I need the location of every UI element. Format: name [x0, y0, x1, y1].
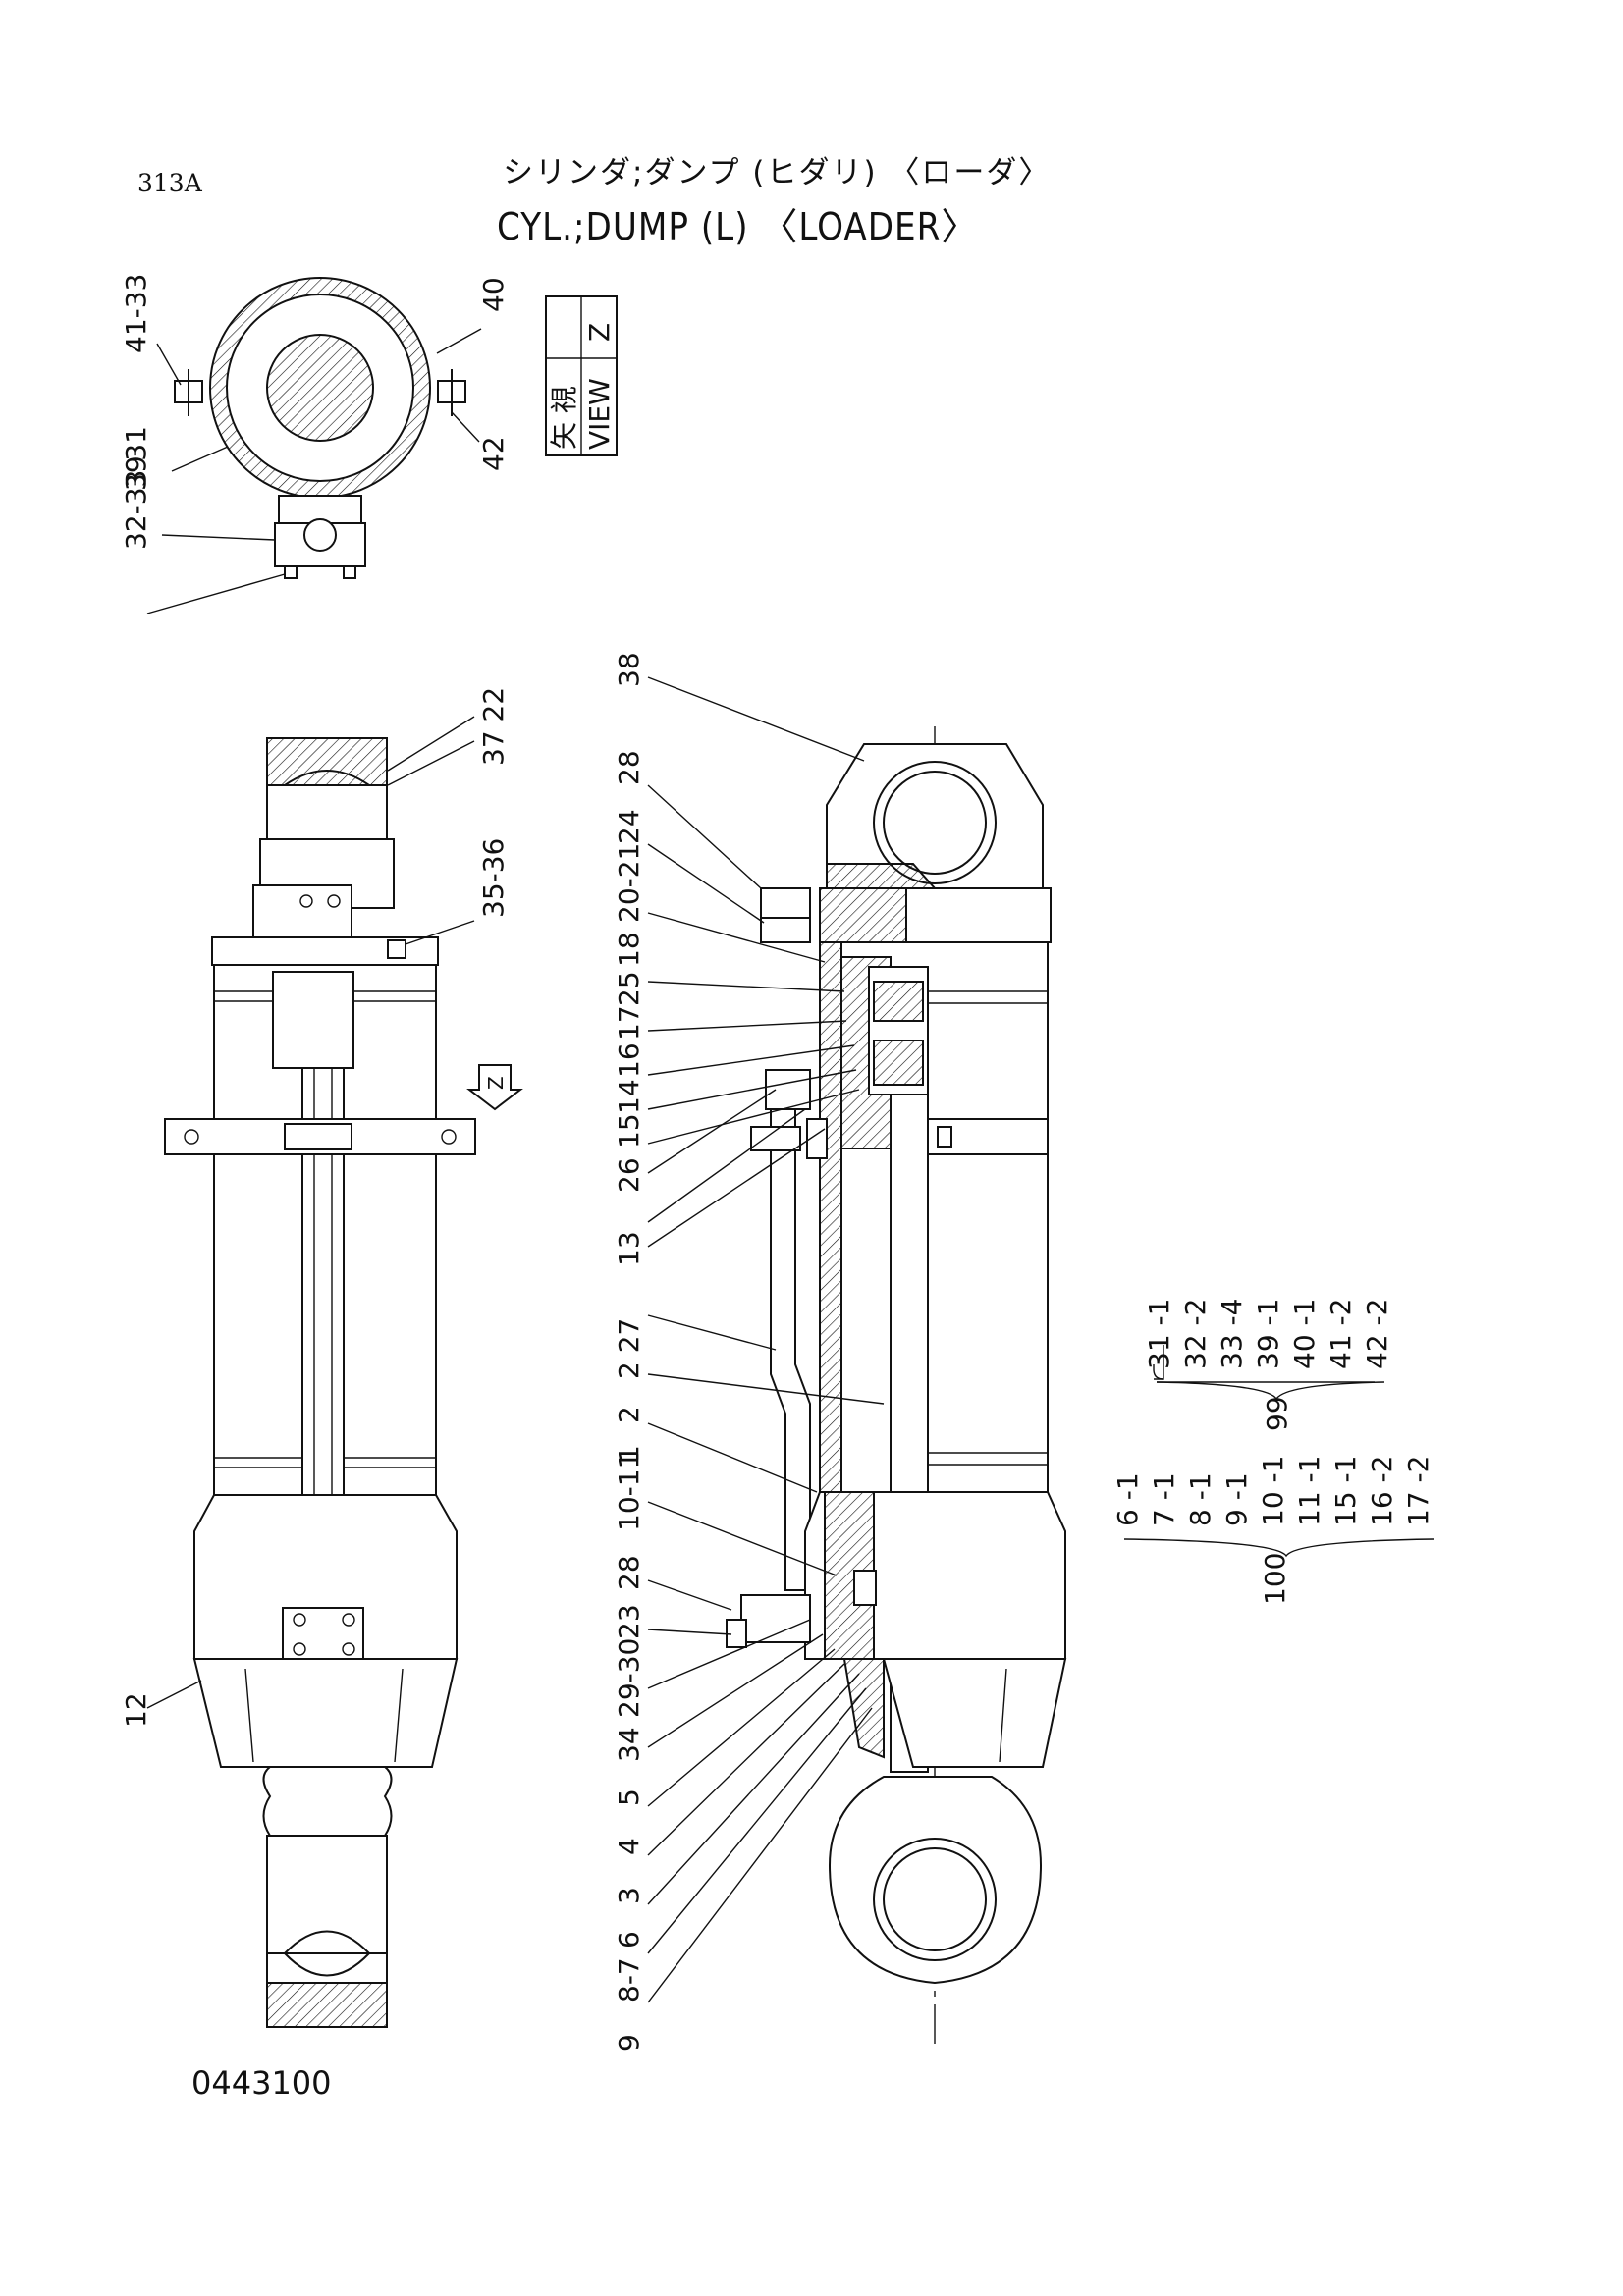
pipe-section — [303, 518, 337, 552]
kit-99-item-6: 41 -2 — [1325, 1299, 1357, 1369]
view-arrow-letter: Z — [484, 1076, 508, 1090]
callout-1: 1 — [613, 1445, 645, 1463]
kit-100-item-2: 7 -1 — [1148, 1472, 1180, 1526]
kit-100-item-6: 11 -1 — [1293, 1456, 1325, 1526]
callout-3: 3 — [613, 1887, 645, 1904]
callout-4: 4 — [613, 1838, 645, 1855]
callout-32-33-31: 32-33 31 — [120, 426, 152, 550]
callout-17: 17 — [613, 1005, 645, 1041]
callout-5: 5 — [613, 1789, 645, 1806]
callout-14: 14 — [613, 1079, 645, 1114]
kit-99-item-3: 33 -4 — [1216, 1299, 1248, 1369]
kit-100-item-1: 6 -1 — [1111, 1472, 1144, 1526]
kit-99-item-2: 32 -2 — [1179, 1299, 1212, 1369]
callout-2-27: 2 27 — [613, 1318, 645, 1379]
callout-24: 24 — [613, 809, 645, 844]
rod-pin-bore — [873, 1838, 997, 1961]
kit-99-number: 99 — [1261, 1396, 1293, 1431]
kit-100-item-7: 15 -1 — [1329, 1456, 1362, 1526]
external-view — [146, 716, 476, 2028]
callout-38: 38 — [613, 652, 645, 687]
rod-section — [266, 334, 374, 442]
air-bleed-plug — [387, 939, 406, 959]
callout-25: 25 — [613, 971, 645, 1006]
kit-99-item-1: 31 -1 — [1143, 1299, 1175, 1369]
callout-20-21: 20-21 — [613, 843, 645, 923]
callout-9: 9 — [613, 2034, 645, 2052]
kit-99-group: 31 -1 32 -2 33 -4 39 -1 40 -1 41 -2 42 -… — [1143, 1299, 1393, 1431]
kit-100-item-3: 8 -1 — [1184, 1472, 1217, 1526]
callout-28-top: 28 — [613, 750, 645, 785]
callout-40: 40 — [477, 277, 510, 312]
callout-13: 13 — [613, 1231, 645, 1266]
page-code: 313A — [137, 169, 202, 197]
kit-100-item-9: 17 -2 — [1402, 1456, 1434, 1526]
kit-100-number: 100 — [1259, 1553, 1291, 1605]
title-english: CYL.;DUMP (L) 〈LOADER〉 — [497, 205, 980, 248]
kit-100-item-8: 16 -2 — [1366, 1456, 1398, 1526]
kit-100-item-4: 9 -1 — [1220, 1472, 1253, 1526]
section-view — [647, 676, 1067, 2052]
callout-2: 2 — [613, 1406, 645, 1423]
callout-16: 16 — [613, 1042, 645, 1078]
callout-10-11: 10-11 — [613, 1452, 645, 1531]
callout-41-33: 41-33 — [120, 274, 152, 353]
view-z-label-box — [545, 295, 618, 456]
callout-12: 12 — [120, 1692, 152, 1728]
callout-39: 39 — [120, 455, 152, 491]
end-view-z — [146, 277, 482, 614]
title-japanese: シリンダ;ダンプ (ヒダリ) 〈ローダ〉 — [503, 155, 1052, 190]
section-pipe — [770, 1079, 811, 1591]
callout-42: 42 — [477, 436, 510, 471]
kit-99-item-5: 40 -1 — [1288, 1299, 1321, 1369]
kit-99-item-4: 39 -1 — [1252, 1299, 1284, 1369]
callout-18: 18 — [613, 932, 645, 967]
callout-29-30: 29-30 — [613, 1638, 645, 1718]
view-label-en: VIEW — [583, 378, 616, 450]
kit-100-item-5: 10 -1 — [1257, 1456, 1289, 1526]
callout-23: 23 — [613, 1604, 645, 1639]
callout-6: 6 — [613, 1931, 645, 1949]
callout-15: 15 — [613, 1113, 645, 1148]
head-pin-bore — [873, 761, 997, 884]
callout-35-36: 35-36 — [477, 838, 510, 918]
callout-26: 26 — [613, 1157, 645, 1193]
drawing-number: 0443100 — [191, 2064, 332, 2102]
view-label-letter: Z — [583, 323, 616, 342]
view-z-arrow — [466, 1064, 523, 1111]
callout-8-7: 8-7 — [613, 1957, 645, 2002]
view-label-jp: 矢 視 — [548, 386, 580, 450]
kit-100-group: 6 -1 7 -1 8 -1 9 -1 10 -1 11 -1 15 -1 16… — [1111, 1456, 1434, 1605]
callout-34: 34 — [613, 1727, 645, 1762]
kit-99-item-7: 42 -2 — [1361, 1299, 1393, 1369]
elbow-fitting — [272, 971, 354, 1069]
callout-28-bottom: 28 — [613, 1555, 645, 1590]
callout-37-22: 37 22 — [477, 687, 510, 766]
